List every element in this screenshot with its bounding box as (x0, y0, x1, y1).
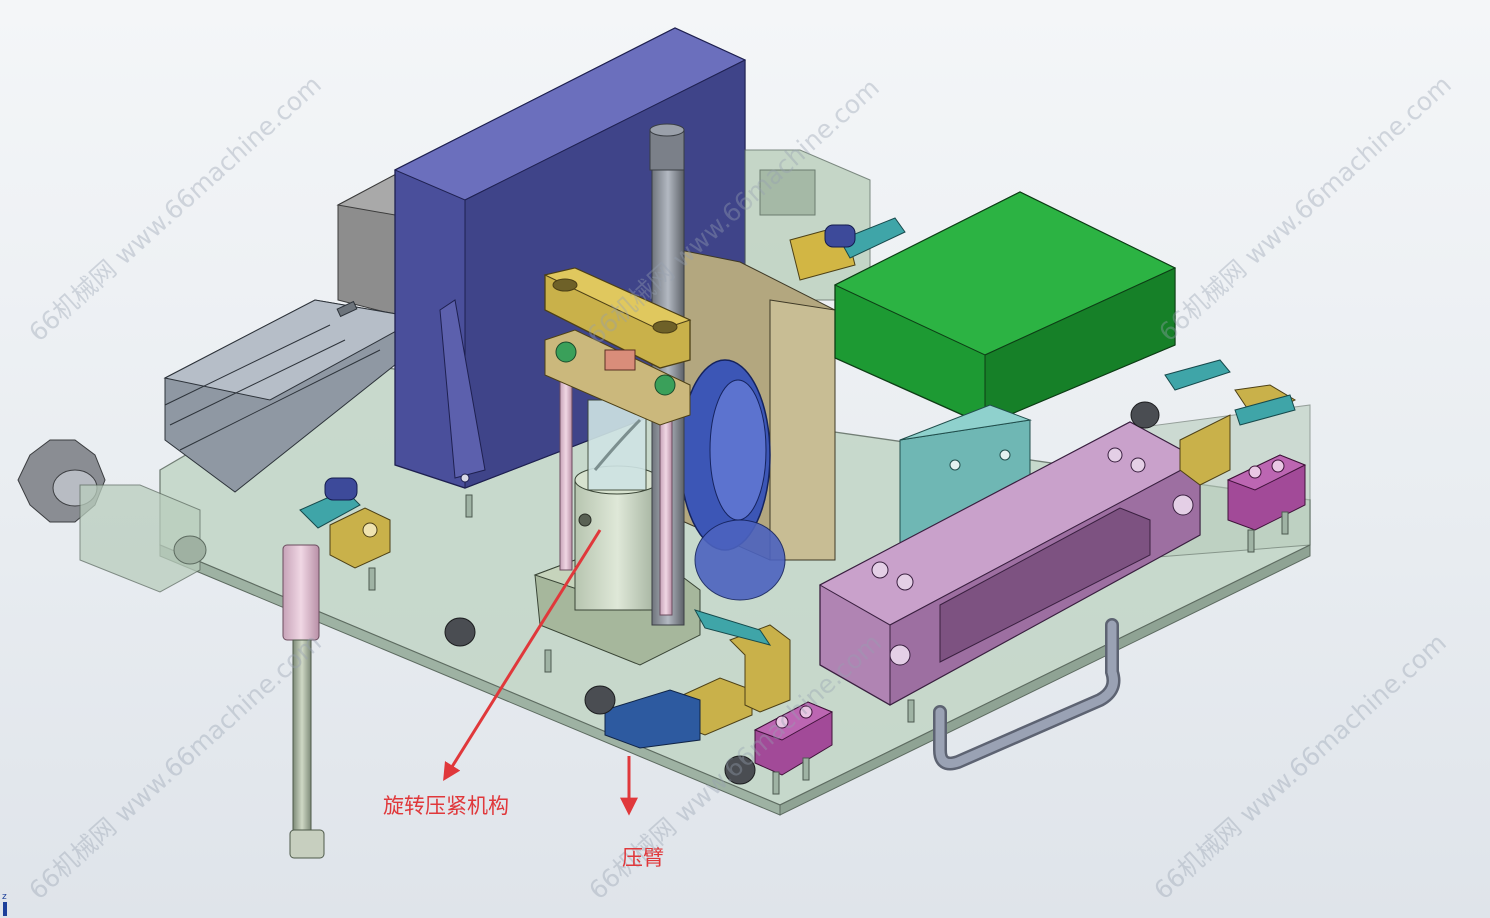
locating-pins (368, 494, 1289, 795)
guide-rods (559, 359, 673, 616)
toggle-clamp-rear (824, 217, 906, 259)
callout-arrows (443, 529, 638, 816)
magenta-stop-block-front (753, 701, 834, 776)
toggle-clamp-left (299, 477, 361, 529)
triad-arrow-icon (3, 902, 7, 916)
pink-locating-block (818, 421, 1202, 706)
magenta-stop-block-right (1226, 454, 1307, 531)
label-rotary-clamp: 旋转压紧机构 (383, 794, 509, 818)
toggle-clamp-front (693, 609, 772, 646)
clamp-knob (17, 439, 207, 593)
rotary-disc (679, 359, 786, 601)
carry-handle (933, 618, 1121, 771)
toggle-clamp-right (1164, 359, 1296, 426)
front-clamp-pad (604, 689, 701, 749)
plunger-rod-left (282, 544, 325, 859)
coordinate-triad: z (2, 892, 7, 916)
green-block (833, 191, 1177, 426)
yellow-bracket-left (329, 507, 391, 569)
press-link-top (543, 267, 692, 426)
rollers (444, 401, 1160, 785)
triad-axis-label: z (2, 892, 7, 902)
label-press-arm: 压臂 (622, 846, 664, 870)
